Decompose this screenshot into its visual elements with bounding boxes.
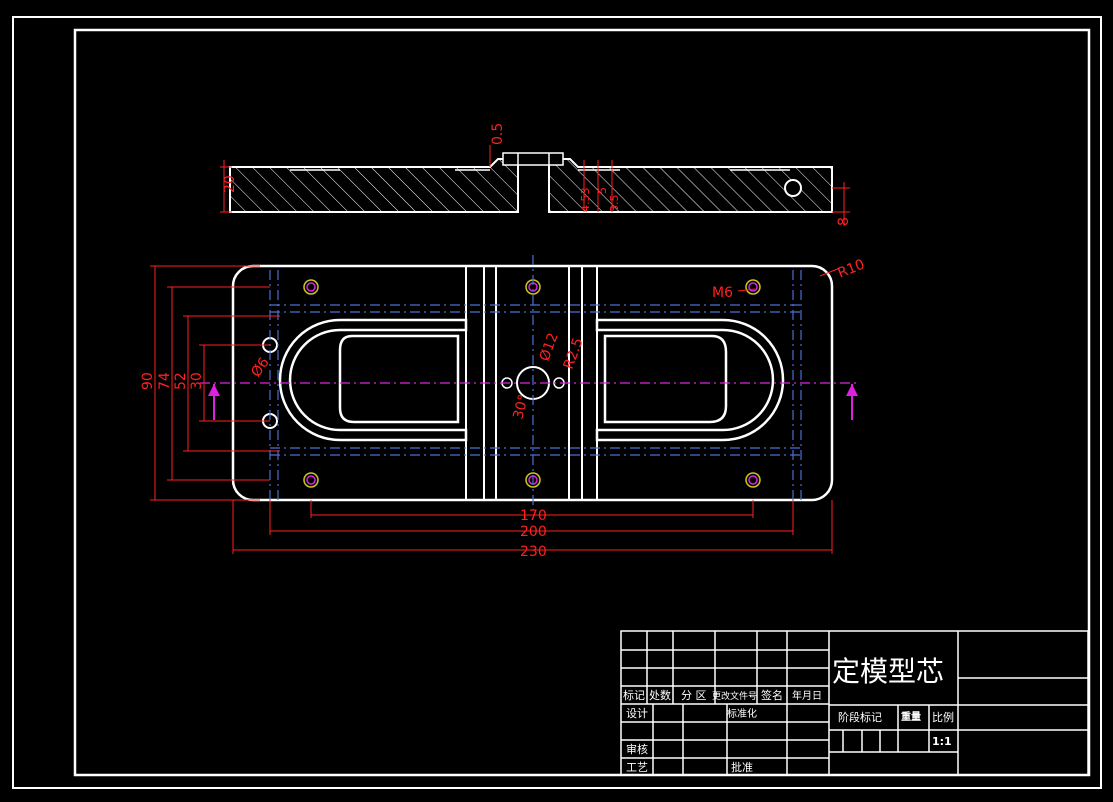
dim-200-label: 200	[520, 524, 547, 540]
section-arrow-right-head	[846, 384, 858, 396]
vertical-dimensions	[150, 265, 280, 501]
outer-frame	[12, 16, 1102, 789]
top-view: 170 200 230 90 74 52 30 R10 M6 Ø6 Ø12 R2	[140, 255, 867, 560]
right-cavity-inner	[603, 334, 728, 424]
tb-label-weight: 重量	[901, 710, 921, 723]
left-cavity-inner	[338, 334, 460, 424]
dim-r10-label: R10	[836, 257, 868, 282]
dim-gate-angle-label: 30°	[510, 393, 532, 421]
dim-170-label: 170	[520, 508, 547, 524]
left-cavity-outer	[278, 318, 468, 442]
dim-m6-label: M6	[712, 285, 733, 301]
horizontal-dimensions	[232, 500, 833, 554]
tb-label-stage: 阶段标记	[838, 710, 882, 724]
dim-74-label: 74	[157, 372, 173, 390]
tb-label-process: 工艺	[626, 761, 648, 774]
sprue-bushing-section	[502, 152, 564, 166]
dim-230-label: 230	[520, 544, 547, 560]
tb-label-standard: 标准化	[727, 707, 757, 720]
title-block	[620, 630, 1089, 776]
tb-label-mark: 标记	[623, 688, 645, 702]
part-name: 定模型芯	[832, 655, 944, 688]
dim-30-label: 30	[189, 372, 205, 390]
tb-label-scale: 比例	[932, 710, 954, 724]
dim-step-label: 0.5	[490, 123, 506, 145]
tb-label-zone: 分 区	[681, 689, 707, 702]
leader-line	[737, 288, 756, 292]
tb-label-approve: 批准	[731, 760, 753, 774]
dim-small-b-label: 3.5	[608, 195, 621, 213]
dim-pin-hole-label: Ø6	[248, 355, 273, 381]
dim-small-a-label: 4.53	[579, 188, 592, 213]
tb-label-count: 处数	[649, 689, 671, 702]
dim-center-hole-label: Ø12	[537, 331, 562, 364]
dim-90-label: 90	[140, 372, 156, 390]
tb-label-signature: 签名	[761, 688, 783, 702]
inner-frame	[73, 28, 1091, 777]
dim-thickness-label: 20	[222, 175, 238, 193]
side-view: 20 0.5 8 4.53 3.5 5	[220, 123, 852, 226]
dim-small-c-label: 5	[596, 187, 609, 194]
tb-label-date: 年月日	[792, 689, 822, 702]
dim-52-label: 52	[173, 372, 189, 390]
centerlines	[200, 255, 860, 510]
right-cavity-outer	[595, 318, 785, 442]
tb-label-review: 审核	[626, 742, 648, 756]
dim-hole-offset-label: 8	[836, 217, 852, 226]
section-arrow-left-head	[208, 384, 220, 396]
side-pin-hole	[784, 179, 802, 197]
tb-label-design: 设计	[626, 707, 648, 720]
side-view-body	[229, 158, 519, 213]
tb-scale-value: 1:1	[932, 735, 952, 748]
tb-label-change-doc: 更改文件号	[712, 690, 757, 702]
thread-holes	[303, 279, 761, 488]
leader-line	[819, 267, 841, 277]
